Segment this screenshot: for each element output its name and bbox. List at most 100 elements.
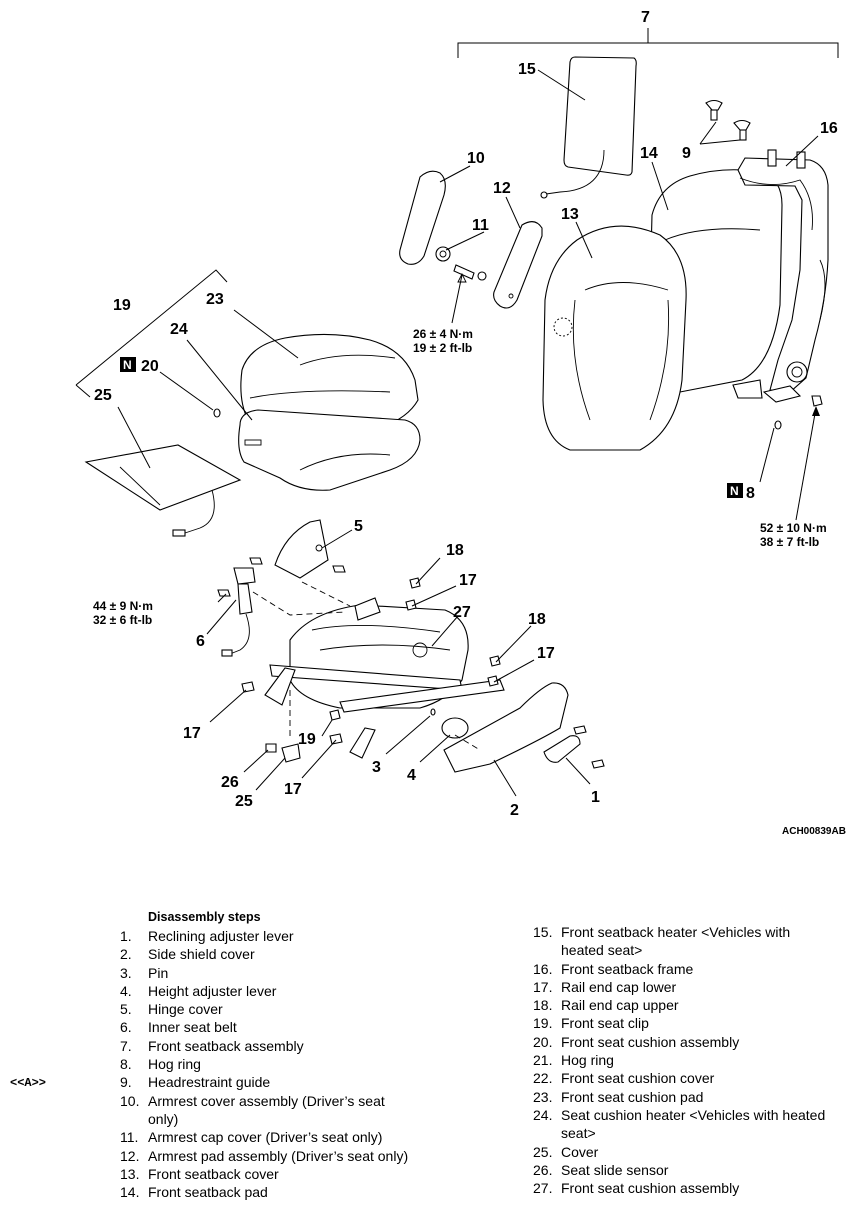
- small-parts: [241, 577, 501, 763]
- new-part-badge-8: N: [727, 483, 743, 498]
- step-text: Rail end cap lower: [561, 978, 677, 995]
- part-9-headrest-guides: [705, 99, 751, 141]
- steps-title: Disassembly steps: [148, 910, 261, 924]
- step-item: 5. Hinge cover: [120, 1000, 410, 1018]
- callout-labels: 7 15 9 16 14 10 12 13 11 19 23 24 20 25 …: [94, 9, 838, 819]
- step-number: 4.: [120, 982, 132, 999]
- step-number: 26.: [533, 1161, 553, 1178]
- step-item: 4. Height adjuster lever: [120, 982, 410, 1000]
- callout-17d: 17: [284, 781, 302, 798]
- svg-text:19 ± 2 ft-lb: 19 ± 2 ft-lb: [413, 341, 472, 355]
- callout-18a: 18: [446, 542, 464, 559]
- step-item: 22. Front seat cushion cover: [533, 1069, 833, 1087]
- exploded-seat-diagram: 7 15 9 16 14 10 12 13 11 19 23 24 20 25 …: [75, 9, 846, 837]
- step-number: 15.: [533, 924, 553, 940]
- step-text: Front seatback heater <Vehicles with hea…: [561, 924, 791, 959]
- callout-3: 3: [372, 759, 381, 776]
- callout-14: 14: [640, 145, 658, 162]
- step-item: 19. Front seat clip: [533, 1014, 833, 1032]
- step-text: Reclining adjuster lever: [148, 928, 294, 944]
- step-item: 20.Front seat cushion assembly: [533, 1033, 833, 1051]
- callout-25: 25: [235, 793, 253, 810]
- callout-4: 4: [407, 767, 416, 784]
- step-number: 24.: [533, 1106, 553, 1123]
- step-item: 9.Headrestraint guide: [120, 1073, 410, 1091]
- seat-cushion-assembly-bracket: [75, 269, 228, 398]
- callout-17a: 17: [459, 572, 477, 589]
- step-number: 5.: [120, 1001, 132, 1018]
- callout-11: 11: [472, 217, 489, 234]
- part-11-armrest-cap: [435, 246, 487, 281]
- part-27-seat-frame: [264, 597, 505, 759]
- step-text: Seat cushion heater <Vehicles with heate…: [561, 1106, 826, 1142]
- step-text: Height adjuster lever: [148, 982, 277, 999]
- step-number: 27.: [533, 1180, 553, 1197]
- step-text: Cover: [561, 1143, 599, 1160]
- step-text: Inner seat belt: [148, 1019, 237, 1036]
- step-item: 18.Rail end cap upper: [533, 996, 833, 1014]
- callout-1: 1: [591, 789, 600, 806]
- step-number: 23.: [533, 1088, 553, 1105]
- step-number: 18.: [533, 997, 553, 1014]
- step-number: 2.: [120, 946, 132, 963]
- step-item: 25.Cover: [533, 1143, 833, 1161]
- callout-10: 10: [467, 150, 485, 167]
- step-number: 19.: [533, 1015, 553, 1032]
- callout-20: 19: [113, 297, 131, 314]
- callout-9: 9: [682, 145, 691, 162]
- step-item: 1. Reclining adjuster lever: [120, 927, 410, 945]
- step-number: 22.: [533, 1070, 553, 1087]
- step-number: 6.: [120, 1019, 132, 1036]
- step-number: 1.: [120, 928, 132, 944]
- step-text: Front seat clip: [561, 1015, 649, 1032]
- callout-18b: 18: [528, 611, 546, 628]
- steps-column-left: 1. Reclining adjuster lever 2. Side shield …: [120, 927, 410, 1201]
- step-text: Front seatback pad: [148, 1184, 268, 1201]
- callout-27: 27: [453, 604, 471, 621]
- step-text: Front seatback assembly: [148, 1037, 304, 1054]
- part-5-hinge-cover: [249, 519, 346, 579]
- step-text: Hinge cover: [148, 1001, 223, 1018]
- step-number: 9.: [120, 1074, 132, 1091]
- step-item: 12.Armrest pad assembly (Driver’s seat o…: [120, 1147, 410, 1165]
- steps-column-right: 15. Front seatback heater <Vehicles with …: [533, 923, 833, 1197]
- callout-6: 6: [196, 633, 205, 650]
- step-item: 10.Armrest cover assembly (Driver’s seat…: [120, 1092, 410, 1129]
- callout-26: 26: [221, 774, 239, 791]
- part-16-seatback-frame: [732, 149, 829, 403]
- step-item: 27. Front seat cushion assembly: [533, 1179, 833, 1197]
- step-item: 3.Pin: [120, 964, 410, 982]
- step-text: Front seatback frame: [561, 960, 694, 977]
- step-number: 13.: [120, 1165, 140, 1182]
- part-1-reclining-lever: [543, 725, 605, 769]
- alignment-lines: [252, 581, 481, 751]
- seatback-assembly-bracket: [457, 28, 839, 58]
- torque-armrest: 26 ± 4 N·m 19 ± 2 ft-lb: [413, 327, 473, 355]
- service-point-ref: <<A>>: [10, 1076, 47, 1090]
- step-text: Hog ring: [561, 1052, 614, 1069]
- svg-text:52 ± 10 N·m: 52 ± 10 N·m: [760, 521, 827, 535]
- step-number: 14.: [120, 1184, 140, 1201]
- step-item: 11.Armrest cap cover (Driver’s seat only…: [120, 1128, 410, 1146]
- step-text: Front seatback cover: [148, 1165, 279, 1182]
- torque-seatback: 52 ± 10 N·m 38 ± 7 ft-lb: [760, 521, 827, 549]
- part-8-hog-ring: [774, 395, 823, 430]
- callout-22: 23: [206, 291, 224, 308]
- step-item: 24. Seat cushion heater <Vehicles with he…: [533, 1106, 833, 1143]
- leaders-upper: [439, 69, 820, 521]
- step-text: Seat slide sensor: [561, 1161, 669, 1178]
- new-part-badge-21: N: [120, 357, 136, 372]
- step-text: Side shield cover: [148, 946, 255, 963]
- step-number: 7.: [120, 1037, 132, 1054]
- callout-15: 15: [518, 61, 536, 78]
- step-text: Front seat cushion assembly: [561, 1180, 740, 1197]
- svg-text:44 ± 9 N·m: 44 ± 9 N·m: [93, 599, 153, 613]
- callout-16: 16: [820, 120, 838, 137]
- svg-text:38 ± 7 ft-lb: 38 ± 7 ft-lb: [760, 535, 819, 549]
- callout-12: 12: [493, 180, 511, 197]
- step-text: Front seat cushion cover: [561, 1070, 715, 1087]
- step-item: 26. Seat slide sensor: [533, 1161, 833, 1179]
- step-item: 2. Side shield cover: [120, 945, 410, 963]
- step-number: 16.: [533, 960, 553, 977]
- callout-7: 7: [641, 9, 650, 26]
